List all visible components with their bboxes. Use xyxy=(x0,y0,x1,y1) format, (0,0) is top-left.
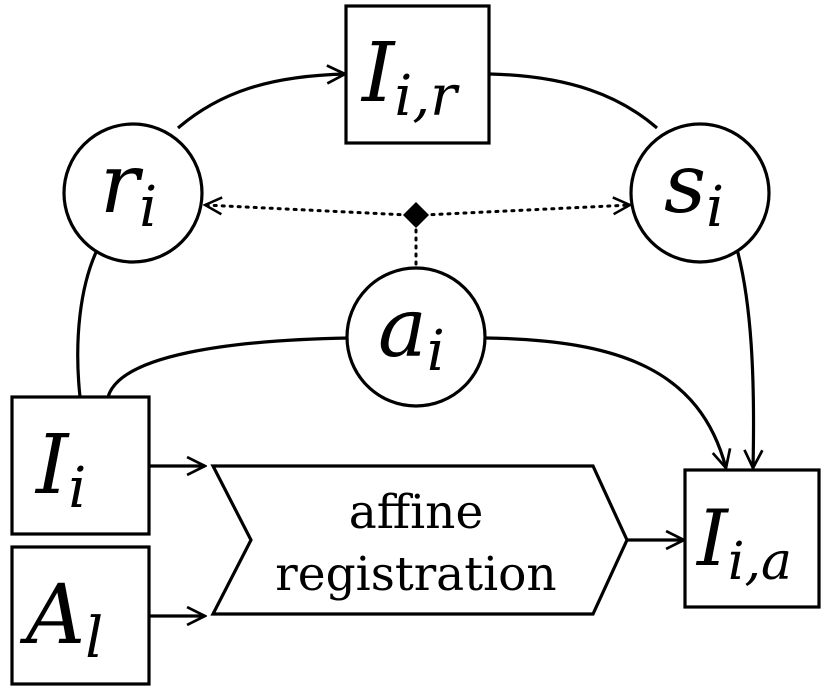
node-a-i: ai xyxy=(345,266,487,408)
svg-text:ri: ri xyxy=(100,137,157,240)
registration-label-line2: registration xyxy=(275,547,556,602)
affine-registration-block xyxy=(210,464,629,616)
edge-Ii-to-ai xyxy=(106,336,351,398)
node-s-i-main: s xyxy=(664,137,706,232)
node-r-i-sub: i xyxy=(139,175,157,240)
svg-text:si: si xyxy=(664,137,724,240)
node-s-i-sub: i xyxy=(706,175,724,240)
node-r-i: ri xyxy=(62,122,204,264)
node-I-ir: Ii,r xyxy=(344,4,491,145)
edge-Iir-to-si xyxy=(489,72,659,130)
svg-text:Ii: Ii xyxy=(34,418,86,521)
dotted-link-to-si xyxy=(422,205,630,217)
node-r-i-main: r xyxy=(100,137,144,232)
svg-text:Al: Al xyxy=(19,568,103,671)
node-I-i: Ii xyxy=(10,395,151,536)
edge-Ii-to-ri xyxy=(76,247,100,398)
node-A-l: Al xyxy=(10,545,151,686)
node-I-i-sub: i xyxy=(68,456,86,521)
node-I-ia: Ii,a xyxy=(683,468,821,609)
svg-text:ai: ai xyxy=(378,281,445,384)
node-I-ir-main: I xyxy=(360,26,396,121)
dotted-link-to-ri xyxy=(205,205,410,217)
edge-si-to-Iia xyxy=(733,241,754,468)
node-a-i-sub: i xyxy=(427,319,445,384)
node-I-i-main: I xyxy=(34,418,70,513)
node-a-i-main: a xyxy=(378,281,427,376)
registration-label-line1: affine xyxy=(349,485,484,540)
junction-diamond-icon xyxy=(403,202,429,228)
node-I-ia-sub: i,a xyxy=(728,532,792,592)
svg-text:Ii,a: Ii,a xyxy=(695,494,792,592)
node-s-i: si xyxy=(629,122,771,264)
node-A-l-sub: l xyxy=(85,606,103,671)
edge-ri-to-Iir xyxy=(176,74,345,130)
node-I-ia-main: I xyxy=(695,494,730,584)
node-A-l-main: A xyxy=(19,568,85,663)
node-I-ir-sub: i,r xyxy=(394,64,460,129)
svg-text:Ii,r: Ii,r xyxy=(360,26,460,129)
edge-ai-to-Iia xyxy=(485,336,726,468)
